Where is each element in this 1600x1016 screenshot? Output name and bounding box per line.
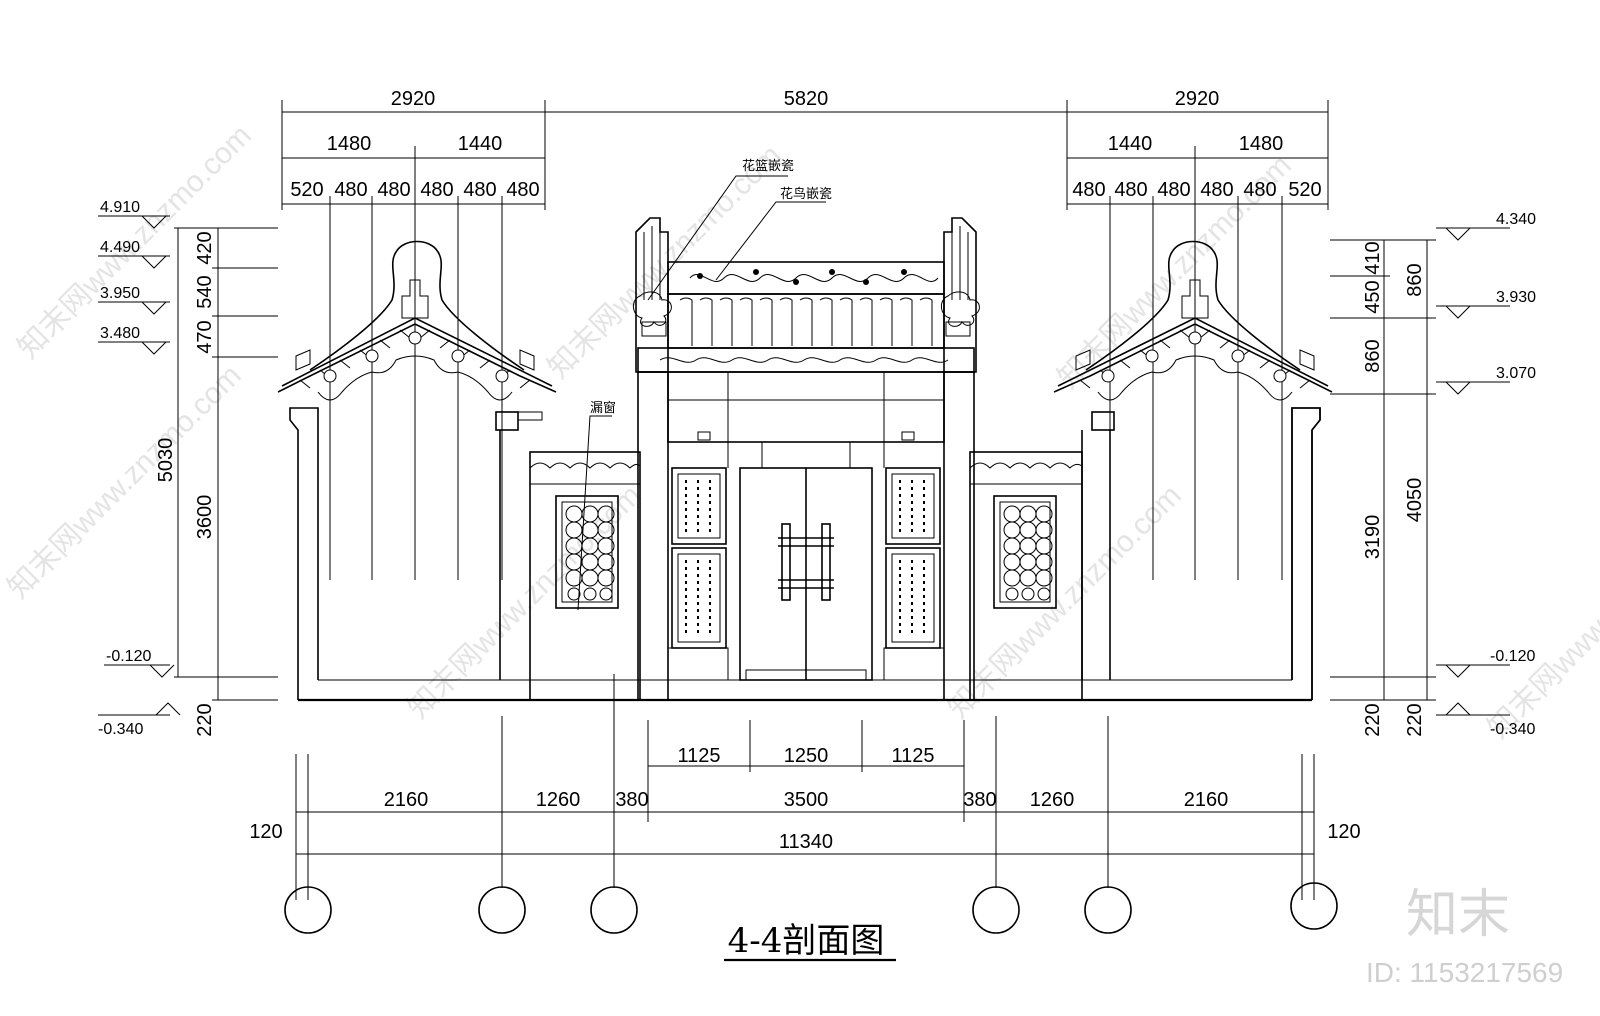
dim-bottom: 380 xyxy=(963,789,996,811)
dim-bottom: 3500 xyxy=(784,789,829,811)
dim-door: 1125 xyxy=(891,745,934,767)
dim-row2: 1480 xyxy=(327,133,372,155)
level-label: 3.480 xyxy=(100,325,140,342)
dim-row3: 480 xyxy=(377,179,410,201)
dim-bottom: 1260 xyxy=(536,789,581,811)
dim-door: 1125 xyxy=(677,745,720,767)
lattice-pattern xyxy=(1003,505,1053,601)
dim-right: 450 xyxy=(1362,280,1384,313)
dim-row2: 1440 xyxy=(458,133,503,155)
dim-door: 1250 xyxy=(784,745,829,767)
drawing-title: 4-4剖面图 xyxy=(728,921,885,961)
dim-row3: 480 xyxy=(334,179,367,201)
axis-markers xyxy=(284,882,1338,934)
dim-top-left: 2920 xyxy=(391,88,436,110)
dim-row3: 480 xyxy=(1114,179,1147,201)
dim-row3: 520 xyxy=(1288,179,1321,201)
right-low-wall xyxy=(969,451,1083,701)
dim-left: 470 xyxy=(194,320,216,353)
dim-top-center: 5820 xyxy=(784,88,829,110)
level-label: 3.950 xyxy=(100,285,140,302)
top-dimensions: 2920 5820 2920 1480 1440 1440 1480 520 4… xyxy=(281,88,1329,580)
level-label: -0.340 xyxy=(1490,721,1535,738)
dim-row2: 1440 xyxy=(1108,133,1153,155)
dim-row3: 480 xyxy=(506,179,539,201)
dim-row2: 1480 xyxy=(1239,133,1284,155)
couplet-panel xyxy=(671,467,727,545)
level-label: 4.490 xyxy=(100,239,140,256)
level-label: 3.070 xyxy=(1496,365,1536,382)
dim-left: 3600 xyxy=(194,495,216,540)
lattice-window xyxy=(993,495,1057,609)
image-id: ID: 1153217569 xyxy=(1366,957,1563,988)
label-lattice-window: 漏窗 xyxy=(590,400,616,416)
dim-row3: 480 xyxy=(1200,179,1233,201)
dim-right-outer: 4050 xyxy=(1404,478,1426,523)
level-label: 4.910 xyxy=(100,199,140,216)
door-handle xyxy=(778,523,834,601)
right-gable-wall xyxy=(1053,240,1333,700)
label-flower-bird: 花鸟嵌瓷 xyxy=(780,186,832,202)
level-label: -0.120 xyxy=(106,648,151,665)
dim-row3: 480 xyxy=(1072,179,1105,201)
dim-right-outer: 220 xyxy=(1404,703,1426,736)
level-label: 4.340 xyxy=(1496,211,1536,228)
watermark-layer: 知末网www.znzmo.com 知末网www.znzmo.com 知末网www… xyxy=(2,119,1600,745)
level-label: -0.120 xyxy=(1490,648,1535,665)
dim-right-outer: 860 xyxy=(1404,263,1426,296)
dim-bottom: 1260 xyxy=(1030,789,1075,811)
dim-row3: 480 xyxy=(420,179,453,201)
dim-right: 410 xyxy=(1362,241,1384,274)
level-label: 3.930 xyxy=(1496,289,1536,306)
couplet-panel xyxy=(885,467,941,545)
level-label: -0.340 xyxy=(98,721,143,738)
annotation-leaders: 花篮嵌瓷 花鸟嵌瓷 漏窗 xyxy=(577,158,832,611)
dim-right: 860 xyxy=(1362,339,1384,372)
left-low-wall xyxy=(529,451,641,701)
dim-top-right: 2920 xyxy=(1175,88,1220,110)
lattice-pattern xyxy=(565,505,615,601)
dim-left: 540 xyxy=(194,275,216,308)
watermark: 知末网www.znzmo.com xyxy=(2,359,248,605)
dim-left-total: 5030 xyxy=(155,438,177,483)
dim-row3: 520 xyxy=(290,179,323,201)
dim-row3: 480 xyxy=(463,179,496,201)
dim-bottom: 2160 xyxy=(384,789,429,811)
central-gateway xyxy=(633,217,980,701)
right-elevations: 4.340 3.930 3.070 -0.120 -0.340 410 450 … xyxy=(1330,211,1536,738)
dim-edge: 120 xyxy=(1327,821,1360,843)
watermark: 知末网www.znzmo.com xyxy=(1482,499,1600,745)
dim-left: 220 xyxy=(194,703,216,736)
dim-right: 3190 xyxy=(1362,515,1384,560)
dim-row3: 480 xyxy=(1157,179,1190,201)
dim-right: 220 xyxy=(1362,703,1384,736)
label-flower-basket: 花篮嵌瓷 xyxy=(742,158,794,174)
left-gable-wall xyxy=(277,240,557,700)
left-elevations: 4.910 4.490 3.950 3.480 -0.120 -0.340 42… xyxy=(98,199,278,738)
lattice-window xyxy=(555,495,619,609)
dim-edge: 120 xyxy=(249,821,282,843)
dim-bottom: 380 xyxy=(615,789,648,811)
watermark: 知末网www.znzmo.com xyxy=(942,479,1188,725)
brand-logo: 知末 xyxy=(1406,885,1510,945)
flower-basket-ornament xyxy=(633,291,980,337)
dim-total: 11340 xyxy=(779,831,833,853)
dim-left: 420 xyxy=(194,231,216,264)
bottom-dimensions: 1125 1250 1125 2160 1260 380 3500 380 12… xyxy=(249,674,1361,900)
dim-bottom: 2160 xyxy=(1184,789,1229,811)
dim-row3: 480 xyxy=(1243,179,1276,201)
